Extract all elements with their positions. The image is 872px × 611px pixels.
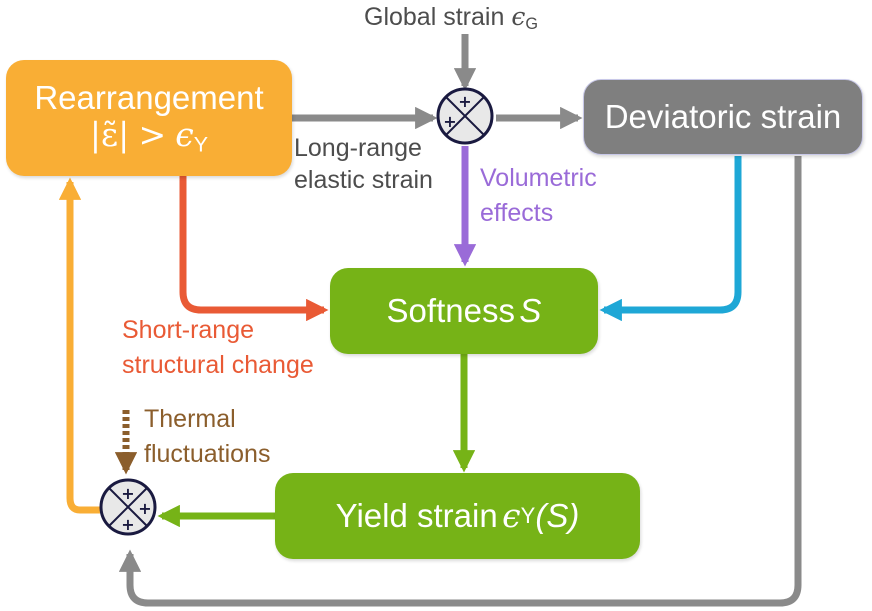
arrow-junction-to-rearrangement	[58, 177, 100, 514]
volumetric-label-2: effects	[480, 199, 554, 227]
short-range-label-1: Short-range	[122, 316, 255, 344]
softness-box: Softness S	[330, 268, 598, 354]
global-strain-sub: G	[525, 15, 538, 34]
thermal-label-1: Thermal	[144, 405, 236, 433]
short-range-label-2: structural change	[122, 351, 314, 379]
global-strain-label: Global strain ϵG	[364, 2, 538, 39]
yield-arg: (S)	[535, 497, 580, 535]
sum-junction-bottom: + + +	[99, 478, 157, 536]
svg-text:+: +	[458, 92, 471, 111]
deviatoric-strain-box: Deviatoric strain	[583, 79, 863, 155]
rearrangement-condition: |ε̃| > ϵY	[90, 116, 208, 157]
global-strain-symbol: ϵ	[511, 2, 526, 31]
rearrangement-title: Rearrangement	[34, 78, 264, 116]
global-strain-text: Global strain	[364, 3, 505, 31]
long-range-label-2: elastic strain	[294, 166, 433, 194]
rearrangement-box: Rearrangement |ε̃| > ϵY	[6, 60, 292, 176]
softness-label: Softness	[386, 292, 515, 330]
svg-text:+: +	[121, 515, 134, 534]
volumetric-label-1: Volumetric	[480, 164, 597, 192]
condition-op: >	[138, 115, 167, 155]
softness-symbol: S	[519, 292, 542, 330]
svg-text:+: +	[138, 499, 151, 518]
condition-lhs: |ε̃|	[89, 115, 130, 155]
sum-junction-top: + +	[436, 87, 494, 145]
svg-text:+: +	[443, 112, 456, 131]
deviatoric-strain-label: Deviatoric strain	[604, 98, 842, 136]
arrow-short-range	[179, 176, 329, 322]
long-range-label-1: Long-range	[294, 134, 422, 162]
condition-rhs-sub: Y	[193, 132, 209, 157]
arrow-deviatoric-to-softness	[599, 156, 742, 322]
arrow-deviatoric-to-junction	[118, 156, 802, 607]
condition-rhs: ϵ	[175, 115, 194, 155]
yield-symbol-sub: Y	[520, 503, 536, 529]
yield-strain-label: Yield strain	[335, 497, 498, 535]
svg-text:+: +	[121, 484, 134, 503]
thermal-label-2: fluctuations	[144, 440, 271, 468]
yield-symbol: ϵ	[502, 496, 521, 536]
